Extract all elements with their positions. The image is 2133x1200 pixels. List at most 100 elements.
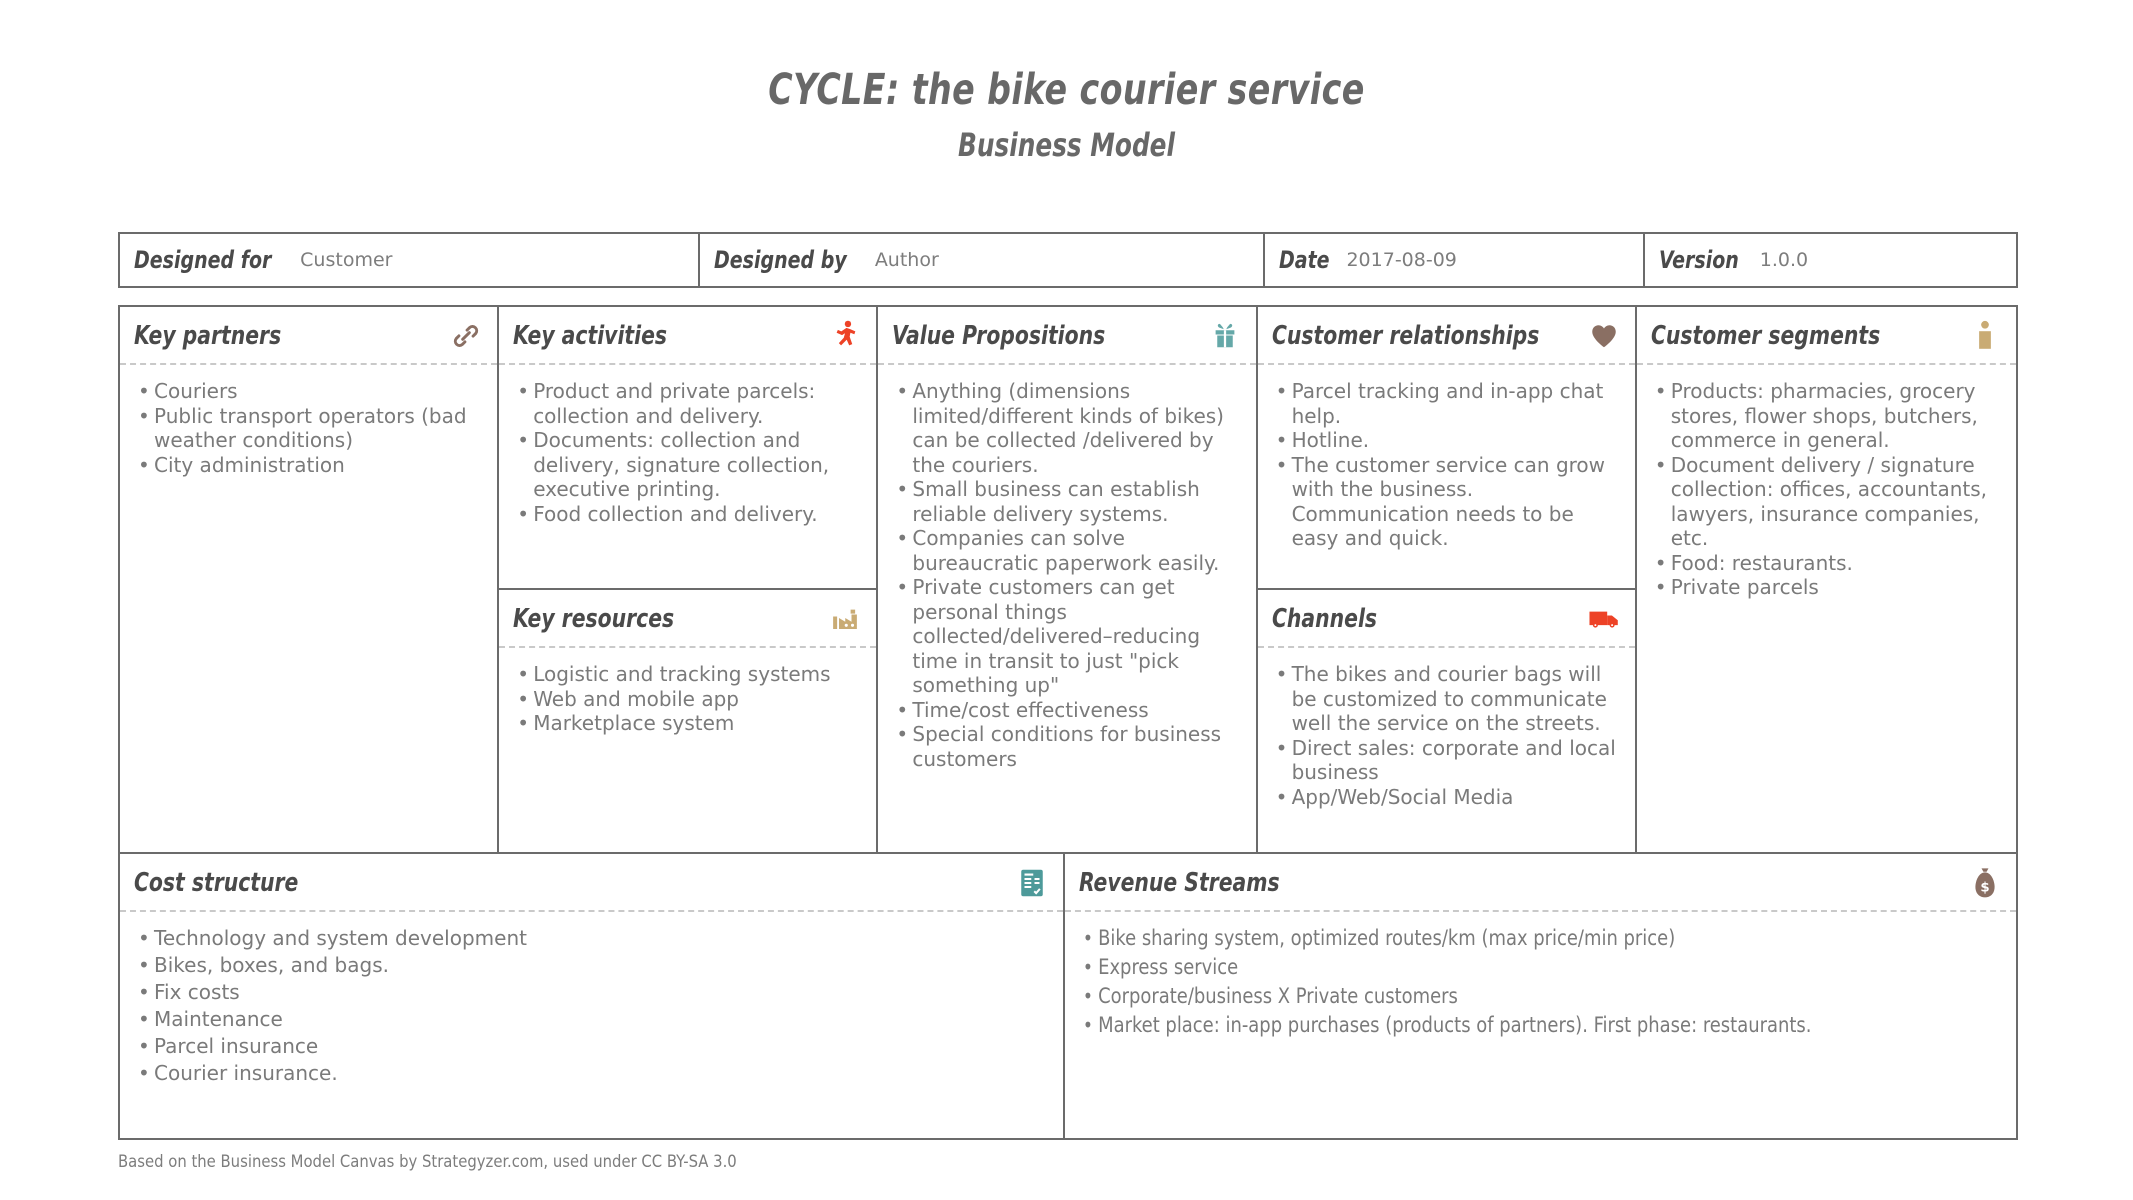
list-item: Logistic and tracking systems — [515, 662, 862, 687]
list-item: Maintenance — [136, 1007, 1049, 1032]
list-item: Marketplace system — [515, 711, 862, 736]
list-item: The bikes and courier bags will be custo… — [1274, 662, 1621, 736]
list-item: Documents: collection and delivery, sign… — [515, 428, 862, 502]
list-item: Hotline. — [1274, 428, 1621, 453]
key-partners-list: Couriers Public transport operators (bad… — [136, 379, 483, 477]
designed-by-value: Author — [874, 249, 939, 271]
block-revenue-streams[interactable]: Revenue Streams $ Bike sharing system, o… — [1065, 854, 2016, 1138]
designed-for-field[interactable]: Designed for Customer — [120, 234, 700, 286]
date-value: 2017-08-09 — [1346, 249, 1457, 271]
list-item: Corporate/business X Private customers — [1081, 984, 1956, 1009]
delivery-truck-icon — [1587, 602, 1621, 636]
key-resources-list: Logistic and tracking systems Web and mo… — [515, 662, 862, 736]
list-item: Companies can solve bureaucratic paperwo… — [894, 526, 1241, 575]
block-cost-structure[interactable]: Cost structure — [120, 854, 1066, 1138]
block-activities-resources-column: Key activities Product and private parce… — [499, 307, 879, 852]
list-item: Document delivery / signature collection… — [1653, 453, 2002, 551]
date-field[interactable]: Date 2017-08-09 — [1265, 234, 1645, 286]
page-title: CYCLE: the bike courier service — [768, 65, 1365, 115]
title-block: CYCLE: the bike courier service Business… — [0, 0, 2133, 163]
list-item: Food: restaurants. — [1653, 551, 2002, 576]
list-item: Private parcels — [1653, 575, 2002, 600]
block-customer-relationships[interactable]: Customer relationships Parcel tracking a… — [1257, 307, 1635, 590]
list-item: Parcel insurance — [136, 1034, 1049, 1059]
list-item: Products: pharmacies, grocery stores, fl… — [1653, 379, 2002, 453]
channels-list: The bikes and courier bags will be custo… — [1274, 662, 1621, 809]
list-item: Technology and system development — [136, 926, 1049, 951]
list-item: Time/cost effectiveness — [894, 698, 1241, 723]
cost-structure-header: Cost structure — [120, 854, 1064, 912]
canvas-grid: Key partners Couriers Public transport o… — [118, 305, 2018, 1140]
list-item: Small business can establish reliable de… — [894, 477, 1241, 526]
cost-structure-title: Cost structure — [134, 867, 299, 898]
page-subtitle: Business Model — [958, 126, 1175, 165]
gift-icon — [1208, 319, 1242, 353]
invoice-icon — [1015, 866, 1049, 900]
canvas-meta-bar: Designed for Customer Designed by Author… — [118, 232, 2018, 288]
list-item: Bikes, boxes, and bags. — [136, 953, 1049, 978]
designed-for-value: Customer — [300, 249, 393, 271]
key-activities-header: Key activities — [499, 307, 877, 365]
version-label: Version — [1659, 246, 1739, 274]
link-icon — [449, 319, 483, 353]
list-item: The customer service can grow with the b… — [1274, 453, 1621, 551]
value-propositions-title: Value Propositions — [892, 320, 1106, 351]
list-item: Express service — [1081, 955, 1956, 980]
revenue-streams-list: Bike sharing system, optimized routes/km… — [1081, 926, 2002, 1038]
key-partners-body: Couriers Public transport operators (bad… — [120, 365, 497, 852]
revenue-streams-header: Revenue Streams $ — [1065, 854, 2016, 912]
key-partners-header: Key partners — [120, 307, 498, 365]
list-item: City administration — [136, 453, 483, 478]
designed-by-field[interactable]: Designed by Author — [700, 234, 1265, 286]
key-activities-list: Product and private parcels: collection … — [515, 379, 862, 526]
customer-segments-header: Customer segments — [1636, 307, 2016, 365]
version-value: 1.0.0 — [1759, 249, 1809, 271]
list-item: Public transport operators (bad weather … — [136, 404, 483, 453]
revenue-streams-body: Bike sharing system, optimized routes/km… — [1065, 912, 2016, 1138]
block-key-resources[interactable]: Key resources — [499, 590, 877, 852]
block-channels[interactable]: Channels — [1257, 590, 1635, 852]
list-item: Direct sales: corporate and local busine… — [1274, 736, 1621, 785]
customer-segments-title: Customer segments — [1650, 320, 1880, 351]
list-item: Web and mobile app — [515, 687, 862, 712]
channels-header: Channels — [1257, 590, 1635, 648]
block-value-propositions[interactable]: Value Propositions Anything (dimensi — [878, 307, 1258, 852]
key-partners-title: Key partners — [134, 320, 282, 351]
cost-structure-body: Technology and system development Bikes,… — [120, 912, 1063, 1138]
value-propositions-body: Anything (dimensions limited/different k… — [878, 365, 1255, 852]
attribution-footer: Based on the Business Model Canvas by St… — [118, 1152, 737, 1172]
canvas-top-row: Key partners Couriers Public transport o… — [120, 307, 2016, 852]
designed-for-label: Designed for — [134, 246, 272, 274]
key-resources-header: Key resources — [499, 590, 877, 648]
key-resources-title: Key resources — [513, 603, 675, 634]
heart-icon — [1587, 319, 1621, 353]
canvas-bottom-row: Cost structure — [120, 852, 2016, 1138]
block-key-partners[interactable]: Key partners Couriers Public transport o… — [120, 307, 500, 852]
revenue-streams-title: Revenue Streams — [1079, 867, 1280, 898]
channels-title: Channels — [1271, 603, 1377, 634]
list-item: Special conditions for business customer… — [894, 722, 1241, 771]
customer-relationships-body: Parcel tracking and in-app chat help. Ho… — [1258, 365, 1635, 588]
customer-segments-body: Products: pharmacies, grocery stores, fl… — [1637, 365, 2016, 852]
block-customer-segments[interactable]: Customer segments Products: pharmacies, … — [1636, 307, 2016, 852]
block-relationships-channels-column: Customer relationships Parcel tracking a… — [1257, 307, 1637, 852]
svg-text:$: $ — [1980, 881, 1989, 896]
list-item: Market place: in-app purchases (products… — [1081, 1013, 1956, 1038]
list-item: Product and private parcels: collection … — [515, 379, 862, 428]
key-activities-body: Product and private parcels: collection … — [499, 365, 876, 588]
money-bag-icon: $ — [1968, 866, 2002, 900]
channels-body: The bikes and courier bags will be custo… — [1258, 648, 1635, 852]
list-item: App/Web/Social Media — [1274, 785, 1621, 810]
version-field[interactable]: Version 1.0.0 — [1645, 234, 2016, 286]
list-item: Private customers can get personal thing… — [894, 575, 1241, 698]
block-key-activities[interactable]: Key activities Product and private parce… — [499, 307, 877, 590]
cost-structure-list: Technology and system development Bikes,… — [136, 926, 1049, 1086]
value-propositions-list: Anything (dimensions limited/different k… — [894, 379, 1241, 771]
list-item: Bike sharing system, optimized routes/km… — [1081, 926, 1956, 951]
customer-segments-list: Products: pharmacies, grocery stores, fl… — [1653, 379, 2002, 600]
list-item: Parcel tracking and in-app chat help. — [1274, 379, 1621, 428]
date-label: Date — [1279, 246, 1330, 274]
person-icon — [1968, 319, 2002, 353]
list-item: Food collection and delivery. — [515, 502, 862, 527]
runner-icon — [828, 319, 862, 353]
